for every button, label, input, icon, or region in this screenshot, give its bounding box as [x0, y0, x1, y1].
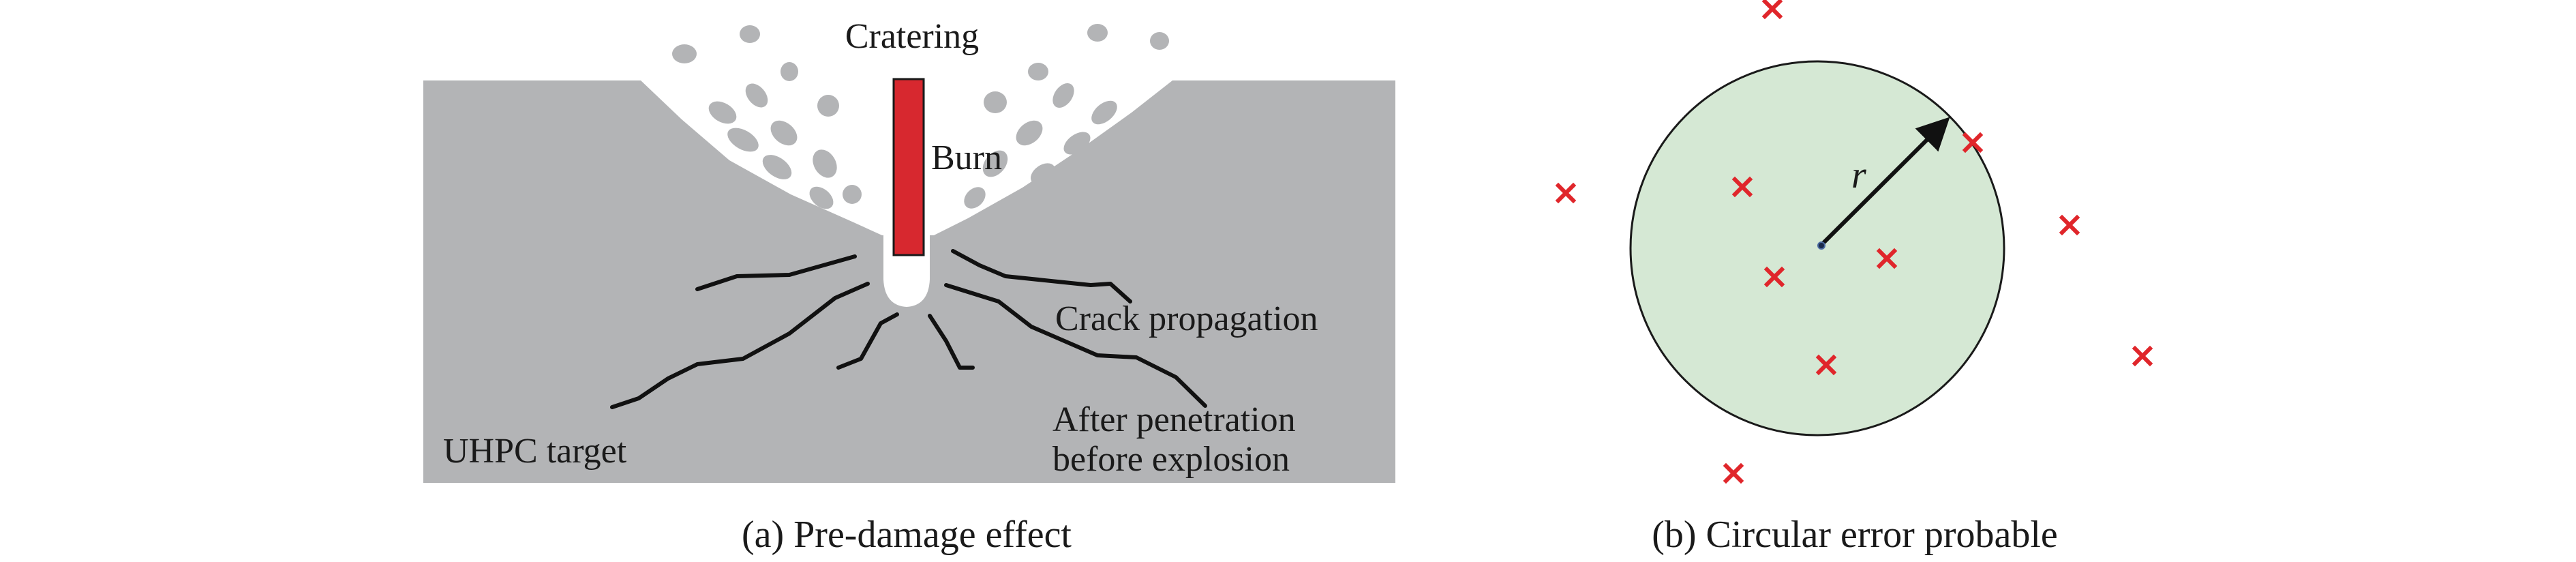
crack	[695, 254, 857, 291]
crack	[836, 312, 899, 370]
crack	[928, 314, 975, 370]
impact-cross-icon	[2059, 214, 2080, 236]
center-point	[1817, 241, 1825, 250]
cratering-label: Cratering	[845, 17, 979, 56]
projectile	[892, 78, 925, 256]
impact-cross-icon	[1815, 354, 1837, 376]
burn-label: Burn	[931, 138, 1002, 177]
before-explosion-label: before explosion	[1052, 440, 1290, 479]
impact-cross-icon	[1761, 0, 1783, 20]
radius-label: r	[1851, 154, 1866, 196]
impact-cross-icon	[1555, 182, 1577, 204]
caption-a: (a) Pre-damage effect	[742, 514, 1072, 556]
impact-cross-icon	[1723, 462, 1744, 484]
radius-arrow	[1819, 117, 1950, 247]
crack	[944, 283, 1207, 408]
impact-cross-icon	[1731, 176, 1753, 198]
pre-damage-diagram: Cratering Burn Crack propagation After p…	[423, 17, 1395, 556]
crack	[610, 282, 870, 409]
impact-cross-icon	[1962, 132, 1984, 153]
caption-b: (b) Circular error probable	[1652, 514, 2058, 556]
impact-cross-icon	[2132, 345, 2153, 367]
impact-points	[1555, 0, 2153, 484]
cep-circle	[1629, 60, 2005, 437]
uhpc-target-label: UHPC target	[443, 432, 627, 471]
cep-diagram: r (b) Circular error probable	[1555, 0, 2153, 556]
impact-cross-icon	[1876, 248, 1898, 269]
crack	[951, 249, 1132, 304]
after-penetration-label: After penetration	[1052, 400, 1296, 439]
crater-fragments	[672, 24, 1169, 209]
impact-cross-icon	[1763, 266, 1785, 288]
crack-propagation-label: Crack propagation	[1055, 299, 1318, 338]
cracks	[610, 249, 1207, 409]
